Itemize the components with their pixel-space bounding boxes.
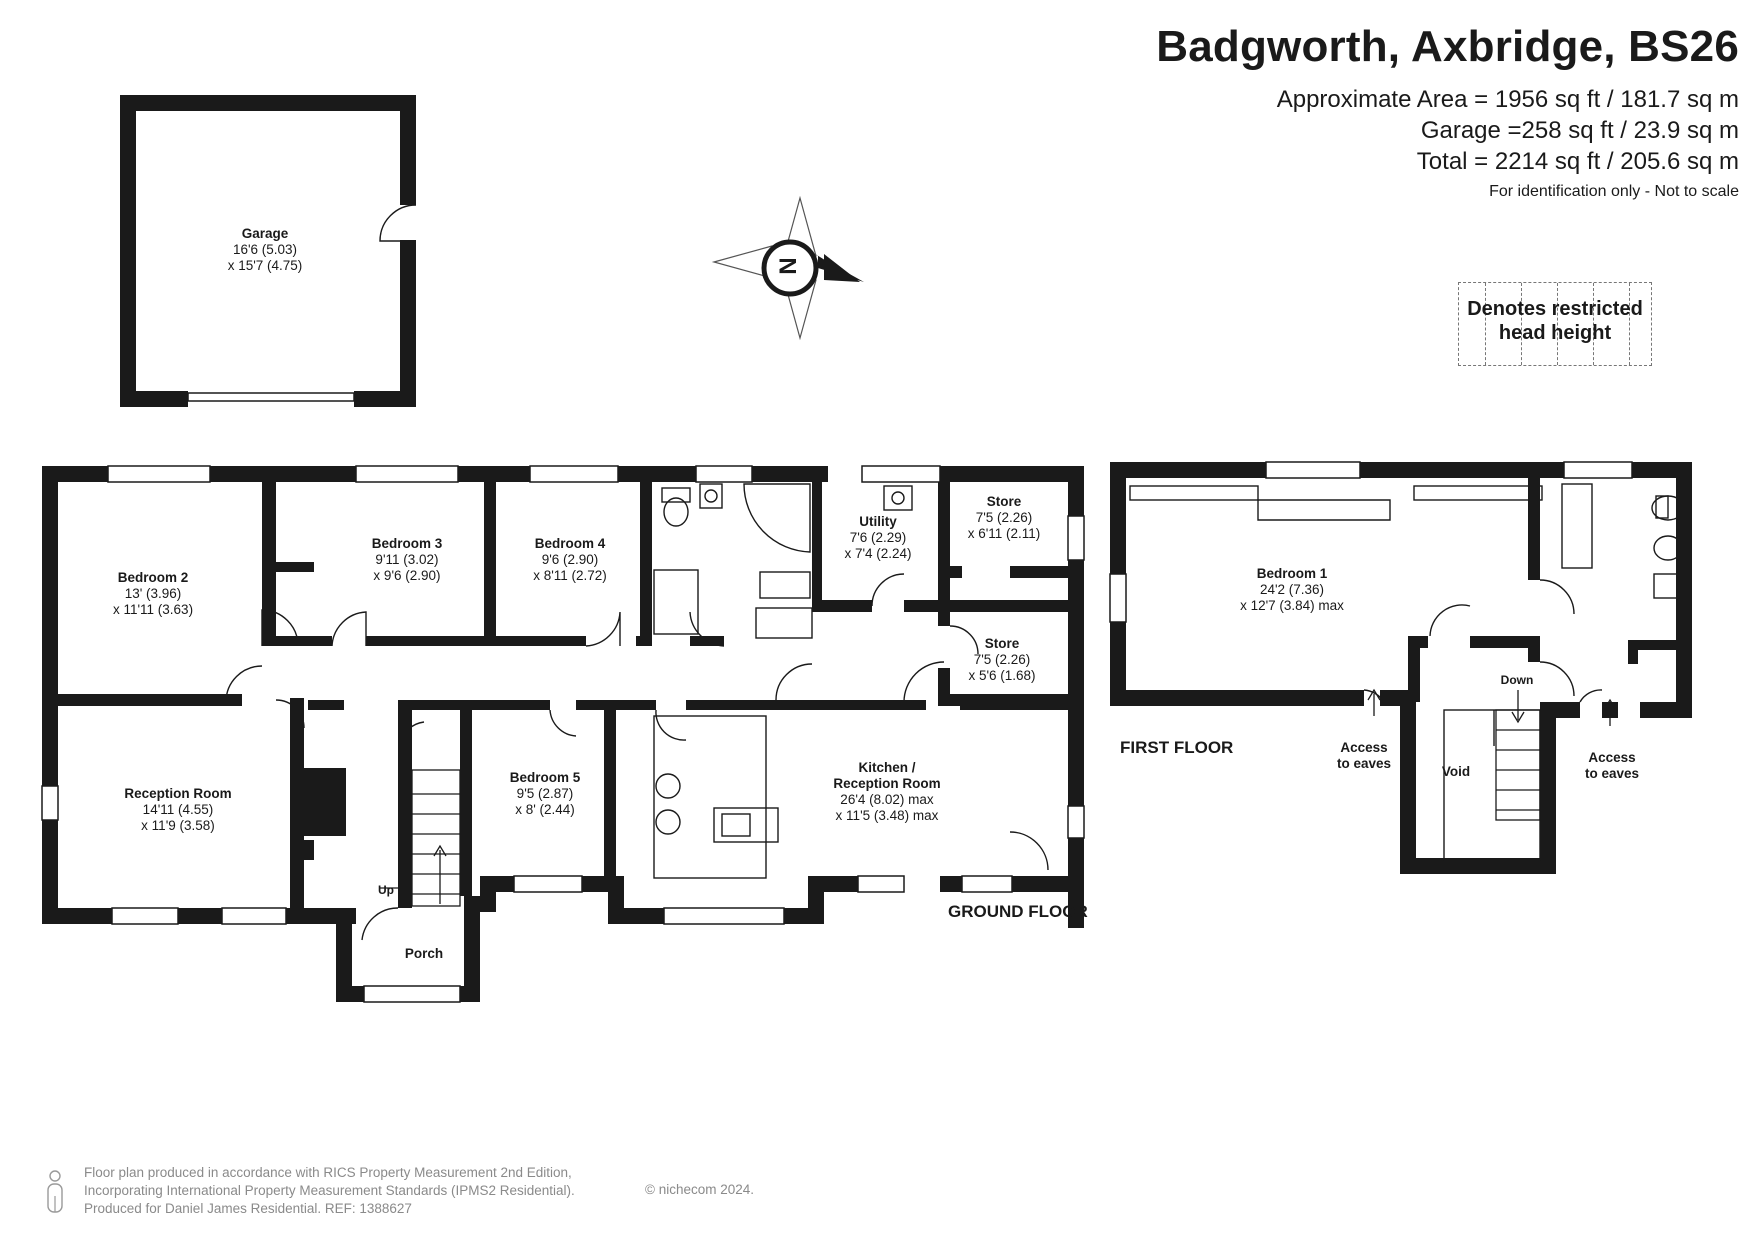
garage-area: Garage =258 sq ft / 23.9 sq m (1420, 117, 1739, 144)
room-name: Store (986, 494, 1022, 509)
room-name: Bedroom 2 (117, 570, 189, 585)
footer-line: Floor plan produced in accordance with R… (84, 1165, 572, 1180)
room-name: Bedroom 3 (371, 536, 443, 551)
room-name: Store (984, 636, 1020, 651)
room-label-void: Void (1442, 764, 1470, 780)
room-dim: 13' (3.96) (124, 586, 182, 601)
legend-line-2: head height (1498, 322, 1612, 344)
room-name: Porch (404, 946, 444, 961)
up-text: Up (378, 883, 394, 897)
ground-floor-label: GROUND FLOOR (948, 902, 1088, 921)
room-dim: 26'4 (8.02) max (840, 792, 934, 807)
room-dim: 9'6 (2.90) (541, 552, 599, 567)
windows (41, 392, 1633, 1003)
room-name: Reception Room (833, 776, 941, 791)
eaves-text: Access (1340, 740, 1388, 755)
room-label-bedroom-1: Bedroom 1 24'2 (7.36) x 12'7 (3.84) max (1240, 566, 1344, 614)
footer-text: Floor plan produced in accordance with R… (84, 1164, 575, 1218)
room-dim: x 5'6 (1.68) (968, 668, 1036, 683)
door-swings (225, 204, 1603, 941)
copyright: © nichecom 2024. (645, 1182, 755, 1197)
room-name: Garage (241, 226, 289, 241)
footer-line: Incorporating International Property Mea… (84, 1183, 575, 1198)
room-dim: x 7'4 (2.24) (844, 546, 912, 561)
room-label-bedroom-3: Bedroom 3 9'11 (3.02) x 9'6 (2.90) (372, 536, 443, 584)
stairs-up-label: Up (378, 882, 394, 898)
room-dim: x 11'11 (3.63) (112, 602, 194, 617)
room-dim: x 11'9 (3.58) (141, 818, 215, 833)
room-dim: 16'6 (5.03) (232, 242, 298, 257)
room-name: Bedroom 4 (534, 536, 606, 551)
room-dim: x 15'7 (4.75) (227, 258, 303, 273)
room-dim: x 8'11 (2.72) (533, 568, 607, 583)
down-text: Down (1500, 673, 1534, 687)
restricted-height-legend: Denotes restricted head height (1458, 282, 1652, 366)
stairs-down-label: Down (1501, 672, 1534, 688)
room-name: Kitchen / (858, 760, 916, 775)
stairs (380, 688, 1617, 907)
eaves-text: to eaves (1584, 766, 1640, 781)
room-label-store-2: Store 7'5 (2.26) x 5'6 (1.68) (968, 636, 1035, 684)
legend-text: Denotes restricted head height (1459, 297, 1651, 345)
room-dim: 9'5 (2.87) (516, 786, 574, 801)
room-name: Void (1441, 764, 1471, 779)
walls (42, 95, 1692, 1002)
north-compass-icon (711, 195, 864, 341)
room-dim: 24'2 (7.36) (1259, 582, 1325, 597)
room-label-garage: Garage 16'6 (5.03) x 15'7 (4.75) (228, 226, 303, 274)
room-name: Bedroom 1 (1256, 566, 1328, 581)
room-label-store-1: Store 7'5 (2.26) x 6'11 (2.11) (968, 494, 1041, 542)
room-name: Reception Room (124, 786, 232, 801)
legend-line-1: Denotes restricted (1467, 298, 1643, 320)
fixtures (653, 483, 1685, 879)
footer-line: Produced for Daniel James Residential. R… (84, 1201, 412, 1216)
room-label-bedroom-2: Bedroom 2 13' (3.96) x 11'11 (3.63) (113, 570, 193, 618)
person-logo-icon (47, 1170, 63, 1213)
scale-note: For identification only - Not to scale (1489, 183, 1739, 200)
compass-letter: N (773, 257, 801, 275)
room-label-porch: Porch (405, 946, 443, 962)
first-floor-label: FIRST FLOOR (1120, 738, 1234, 757)
room-dim: 7'5 (2.26) (975, 510, 1033, 525)
access-to-eaves-2: Access to eaves (1585, 750, 1639, 782)
room-dim: 14'11 (4.55) (142, 802, 214, 817)
room-dim: x 6'11 (2.11) (967, 526, 1041, 541)
property-title: Badgworth, Axbridge, BS26 (1156, 22, 1739, 71)
room-dim: x 12'7 (3.84) max (1240, 598, 1344, 613)
room-name: Bedroom 5 (509, 770, 581, 785)
room-label-bedroom-4: Bedroom 4 9'6 (2.90) x 8'11 (2.72) (533, 536, 607, 584)
room-label-utility: Utility 7'6 (2.29) x 7'4 (2.24) (844, 514, 911, 562)
approximate-area: Approximate Area = 1956 sq ft / 181.7 sq… (1276, 86, 1739, 113)
room-label-kitchen: Kitchen / Reception Room 26'4 (8.02) max… (833, 760, 940, 824)
eaves-text: to eaves (1336, 756, 1392, 771)
room-dim: 7'5 (2.26) (973, 652, 1031, 667)
total-area: Total = 2214 sq ft / 205.6 sq m (1416, 148, 1739, 175)
room-label-bedroom-5: Bedroom 5 9'5 (2.87) x 8' (2.44) (510, 770, 581, 818)
room-dim: x 11'5 (3.48) max (835, 808, 939, 823)
room-dim: 9'11 (3.02) (375, 552, 439, 567)
room-dim: x 9'6 (2.90) (373, 568, 441, 583)
room-label-reception-room: Reception Room 14'11 (4.55) x 11'9 (3.58… (124, 786, 231, 834)
eaves-text: Access (1588, 750, 1636, 765)
access-to-eaves-1: Access to eaves (1337, 740, 1391, 772)
room-dim: 7'6 (2.29) (849, 530, 907, 545)
room-dim: x 8' (2.44) (515, 802, 575, 817)
room-name: Utility (859, 514, 897, 529)
